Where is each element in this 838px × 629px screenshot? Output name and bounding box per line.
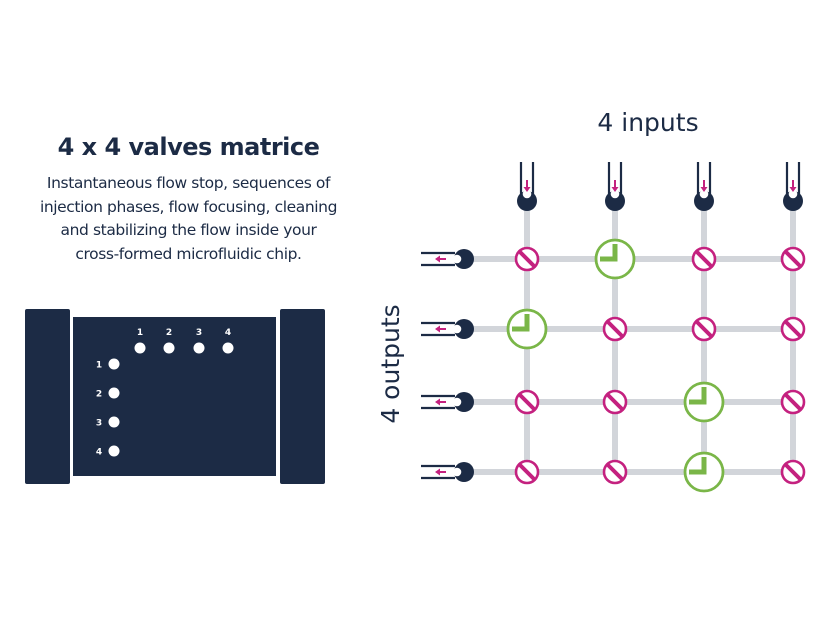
output-port: [421, 319, 474, 339]
outputs-label: 4 outputs: [376, 304, 405, 423]
chip-input-port: [134, 342, 146, 354]
output-port: [421, 462, 474, 482]
inputs-label: 4 inputs: [597, 108, 698, 137]
input-ports: [517, 162, 803, 211]
chip-row-label: 2: [96, 390, 102, 400]
closed-valve: [691, 246, 717, 272]
chip-body: [73, 317, 276, 476]
open-valve: [683, 451, 725, 493]
description-line: and stabilizing the flow inside your: [60, 221, 317, 239]
chip-input-port: [163, 342, 175, 354]
valves: [506, 238, 806, 493]
input-port: [517, 162, 537, 211]
closed-valve: [780, 389, 806, 415]
chip-left-clamp: [25, 309, 70, 484]
chip-input-port: [222, 342, 234, 354]
valve-matrix: 4 inputs 4 outputs: [376, 108, 806, 493]
closed-valve: [514, 389, 540, 415]
chip-illustration: 1 2 3 4 1 2 3 4: [25, 309, 325, 484]
chip-row-label: 4: [96, 448, 102, 458]
description-line: Instantaneous flow stop, sequences of: [46, 174, 331, 192]
output-ports: [421, 249, 474, 482]
heading: 4 x 4 valves matrice: [57, 133, 320, 161]
description-line: injection phases, flow focusing, cleanin…: [39, 197, 338, 216]
input-port: [605, 162, 625, 211]
closed-valve: [780, 459, 806, 485]
input-port: [783, 162, 803, 211]
chip-output-port: [108, 416, 120, 428]
closed-valve: [602, 459, 628, 485]
chip-column-label: 2: [166, 328, 172, 338]
closed-valve: [514, 459, 540, 485]
chip-column-label: 1: [137, 328, 143, 338]
open-valve: [594, 238, 636, 280]
description: Instantaneous flow stop, sequences of in…: [20, 172, 357, 266]
chip-column-label: 3: [196, 328, 202, 338]
chip-row-label: 1: [96, 361, 102, 371]
chip-input-port: [193, 342, 205, 354]
chip-right-clamp: [280, 309, 325, 484]
closed-valve: [602, 316, 628, 342]
closed-valve: [602, 389, 628, 415]
closed-valve: [780, 316, 806, 342]
open-valve: [683, 381, 725, 423]
chip-output-port: [108, 387, 120, 399]
input-port: [694, 162, 714, 211]
chip-ports: 1 2 3 4 1 2 3 4: [96, 328, 234, 458]
open-valve: [506, 308, 548, 350]
chip-row-label: 3: [96, 419, 102, 429]
chip-output-port: [108, 358, 120, 370]
closed-valve: [691, 316, 717, 342]
description-line: cross-formed microfluidic chip.: [75, 244, 302, 263]
output-port: [421, 249, 474, 269]
chip-output-port: [108, 445, 120, 457]
closed-valve: [780, 246, 806, 272]
chip-column-label: 4: [225, 328, 231, 338]
output-port: [421, 392, 474, 412]
closed-valve: [514, 246, 540, 272]
